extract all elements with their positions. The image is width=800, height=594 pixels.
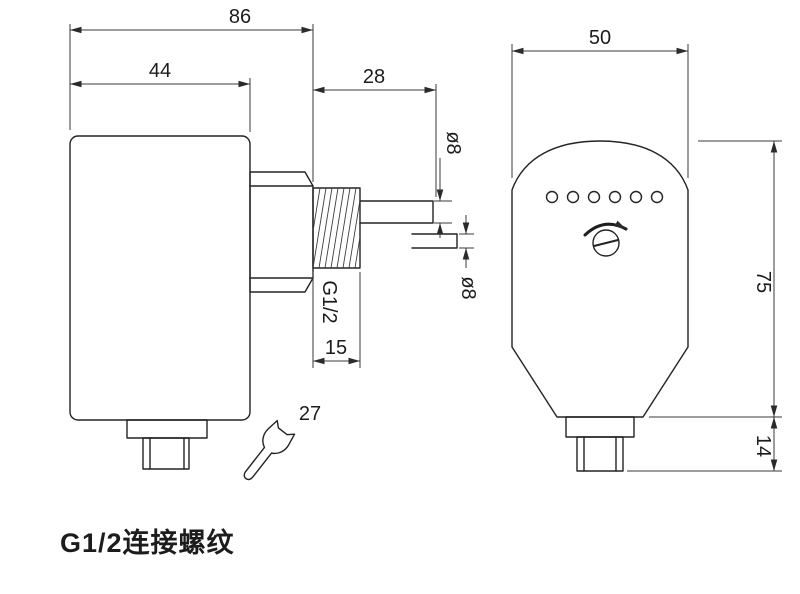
dim-front-width: 50	[511, 27, 689, 178]
dim-body-width-label: 44	[149, 60, 171, 82]
hex-nut	[249, 171, 314, 293]
wrench-size-label: 27	[299, 403, 321, 425]
dim-probe-diameter-lower-label: ø8	[457, 276, 479, 299]
side-view: 86 44 28 ø8	[69, 6, 479, 481]
dim-total-width: 86	[69, 6, 314, 182]
dim-probe-section-length-label: 28	[363, 66, 385, 88]
led-1-icon	[545, 190, 559, 204]
dim-thread-length-label: 15	[325, 337, 347, 359]
led-indicator-row	[545, 190, 664, 204]
device-body-side	[69, 135, 251, 421]
thread-spec-label: G1/2	[318, 280, 340, 323]
dim-thread-length: 15	[312, 272, 361, 368]
led-3-icon	[587, 190, 601, 204]
probe-tip	[411, 233, 458, 249]
dim-body-height: 75	[649, 140, 782, 418]
caption-thread-spec: G1/2连接螺纹	[60, 527, 235, 558]
cable-connector-side	[126, 419, 208, 470]
device-body-front	[511, 140, 689, 418]
led-5-icon	[629, 190, 643, 204]
led-2-icon	[566, 190, 580, 204]
dim-connector-height-label: 14	[752, 435, 774, 457]
led-6-icon	[650, 190, 664, 204]
probe-tube	[359, 200, 434, 224]
thread-section	[312, 187, 361, 269]
dim-probe-diameter-upper: ø8	[434, 131, 464, 238]
dim-body-width: 44	[70, 60, 251, 132]
rotation-arrow-icon	[583, 220, 628, 237]
dim-total-width-label: 86	[229, 6, 251, 28]
led-4-icon	[608, 190, 622, 204]
dim-probe-diameter-upper-label: ø8	[442, 131, 464, 154]
dim-body-height-label: 75	[752, 271, 774, 293]
dim-front-width-label: 50	[589, 27, 611, 49]
dim-probe-diameter-lower: ø8	[457, 215, 479, 300]
dim-connector-height: 14	[627, 417, 782, 472]
thread-hatching	[312, 187, 361, 269]
wrench-size-callout: 27	[243, 403, 321, 481]
adjustment-screw	[583, 220, 628, 257]
cable-connector-front	[565, 416, 635, 472]
dim-probe-section-length: 28	[313, 66, 437, 197]
wrench-icon	[243, 419, 296, 481]
front-view: 50 75 14	[511, 27, 782, 472]
